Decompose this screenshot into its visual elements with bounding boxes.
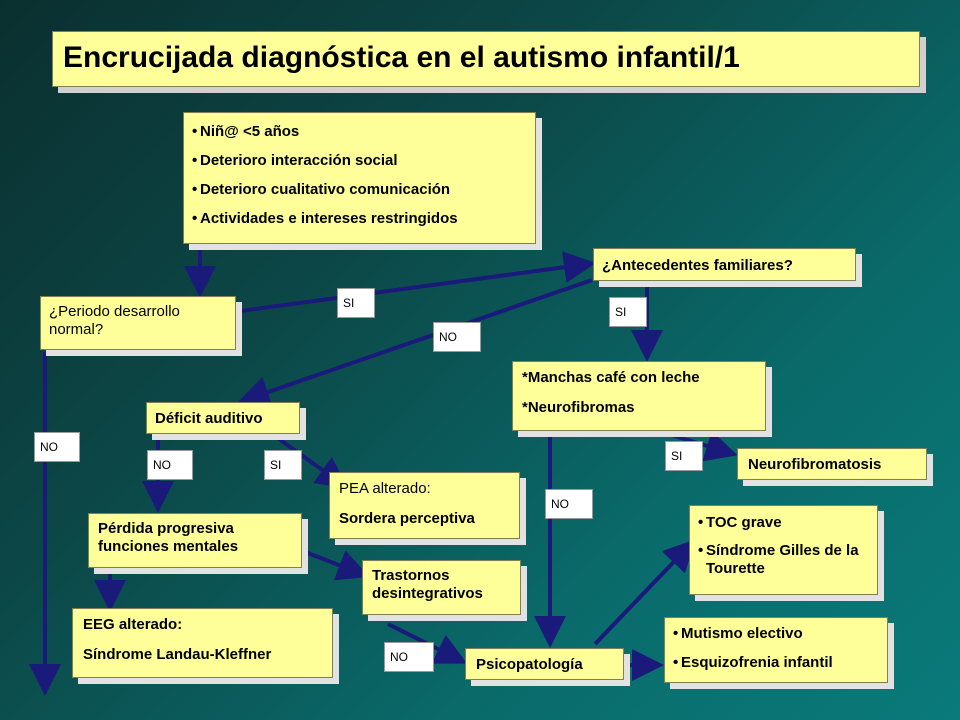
deficit-text: Déficit auditivo bbox=[155, 410, 263, 427]
psicopatologia-box: Psicopatología bbox=[465, 648, 624, 680]
eeg-line: Síndrome Landau-Kleffner bbox=[83, 646, 272, 663]
mutismo-item: Mutismo electivo bbox=[673, 625, 887, 643]
pea-line: Sordera perceptiva bbox=[339, 510, 475, 527]
label-si: SI bbox=[264, 450, 302, 480]
toc-item: Síndrome Gilles de la Tourette bbox=[698, 542, 869, 578]
label-no: NO bbox=[384, 642, 434, 672]
mutismo-item: Esquizofrenia infantil bbox=[673, 654, 887, 672]
perdida-box: Pérdida progresiva funciones mentales bbox=[88, 513, 302, 568]
trastornos-text: Trastornos desintegrativos bbox=[372, 567, 483, 602]
label-no: NO bbox=[545, 489, 593, 519]
criteria-item: Deterioro interacción social bbox=[192, 152, 535, 170]
criteria-item: Deterioro cualitativo comunicación bbox=[192, 181, 535, 199]
neurofibromatosis-text: Neurofibromatosis bbox=[748, 456, 882, 473]
trastornos-box: Trastornos desintegrativos bbox=[362, 560, 521, 615]
toc-box: TOC grave Síndrome Gilles de la Tourette bbox=[689, 505, 878, 595]
label-si: SI bbox=[337, 288, 375, 318]
label-no: NO bbox=[34, 432, 80, 462]
manchas-line: *Manchas café con leche bbox=[522, 369, 700, 386]
criteria-item: Niñ@ <5 años bbox=[192, 123, 535, 141]
antecedentes-box: ¿Antecedentes familiares? bbox=[593, 248, 856, 281]
manchas-box: *Manchas café con leche *Neurofibromas bbox=[512, 361, 766, 431]
arrow-antecedentes-to-deficit bbox=[237, 278, 593, 408]
label-no: NO bbox=[147, 450, 193, 480]
label-si: SI bbox=[665, 441, 703, 471]
deficit-box: Déficit auditivo bbox=[146, 402, 300, 434]
criteria-box: Niñ@ <5 años Deterioro interacción socia… bbox=[183, 112, 536, 244]
psicopatologia-text: Psicopatología bbox=[476, 656, 583, 673]
pea-box: PEA alterado: Sordera perceptiva bbox=[329, 472, 520, 539]
antecedentes-text: ¿Antecedentes familiares? bbox=[602, 257, 793, 274]
pea-line: PEA alterado: bbox=[339, 480, 431, 497]
manchas-line: *Neurofibromas bbox=[522, 399, 635, 416]
neurofibromatosis-box: Neurofibromatosis bbox=[737, 448, 927, 480]
eeg-line: EEG alterado: bbox=[83, 616, 183, 633]
toc-item: TOC grave bbox=[698, 514, 869, 532]
eeg-box: EEG alterado: Síndrome Landau-Kleffner bbox=[72, 608, 333, 678]
arrow-perdida-to-trastornos bbox=[299, 548, 370, 581]
page-title: Encrucijada diagnóstica en el autismo in… bbox=[52, 31, 920, 87]
periodo-text: ¿Periodo desarrollo normal? bbox=[49, 303, 180, 338]
criteria-item: Actividades e intereses restringidos bbox=[192, 210, 535, 228]
periodo-box: ¿Periodo desarrollo normal? bbox=[40, 296, 236, 350]
arrow-psicopatologia-to-toc bbox=[593, 539, 696, 646]
label-si: SI bbox=[609, 297, 647, 327]
mutismo-box: Mutismo electivo Esquizofrenia infantil bbox=[664, 617, 888, 683]
arrow-periodo-to-antecedentes bbox=[239, 251, 596, 313]
perdida-text: Pérdida progresiva funciones mentales bbox=[98, 520, 239, 555]
label-no: NO bbox=[433, 322, 481, 352]
